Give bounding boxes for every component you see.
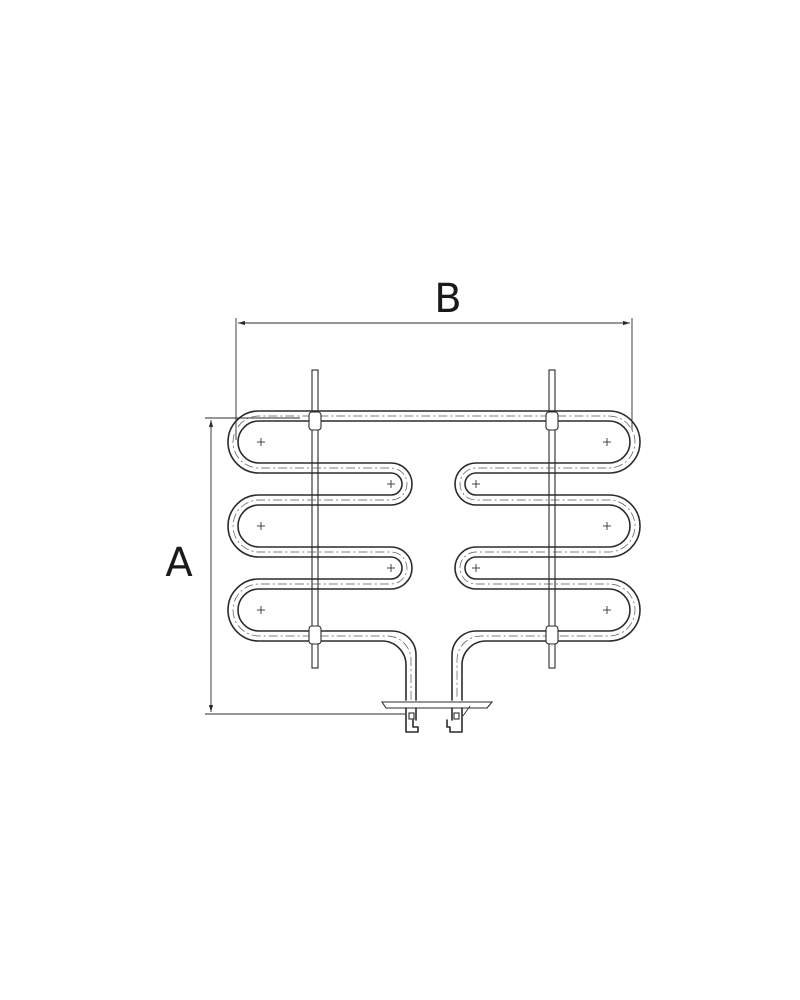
center-mark	[603, 522, 611, 530]
center-mark	[257, 438, 265, 446]
support-bracket-right	[548, 369, 556, 669]
terminal-left-nut	[408, 712, 415, 720]
mounting-flange	[380, 701, 494, 717]
center-mark	[387, 564, 395, 572]
support-bracket-left	[311, 369, 319, 669]
bracket-clamps	[308, 411, 559, 645]
heating-tube-outer-edge	[237, 420, 631, 701]
clamp-top-right	[545, 411, 559, 431]
terminal-left-connector	[405, 719, 419, 733]
center-mark	[257, 522, 265, 530]
heating-tube-inner-edge	[227, 410, 641, 701]
dimension-b: B	[235, 276, 633, 440]
terminals	[405, 707, 463, 733]
support-brackets	[311, 369, 556, 669]
heating-tube	[227, 410, 641, 701]
clamp-bottom-right	[545, 625, 559, 645]
dimension-b-label: B	[434, 276, 461, 322]
dimension-a-label: A	[165, 540, 193, 586]
center-mark	[257, 606, 265, 614]
bend-center-marks	[257, 438, 611, 614]
center-mark	[603, 438, 611, 446]
flange-tab	[462, 705, 471, 717]
center-mark	[472, 564, 480, 572]
terminal-left-shaft	[405, 707, 417, 721]
clamp-bottom-left	[308, 625, 322, 645]
flange-plate	[380, 701, 494, 709]
dimension-a: A	[165, 417, 405, 715]
center-mark	[472, 480, 480, 488]
center-mark	[603, 606, 611, 614]
heating-tube-centerline	[232, 415, 636, 700]
terminal-right-nut	[453, 712, 460, 720]
terminal-right-shaft	[451, 707, 463, 721]
clamp-top-left	[308, 411, 322, 431]
center-mark	[387, 480, 395, 488]
terminal-right-connector	[446, 719, 463, 733]
